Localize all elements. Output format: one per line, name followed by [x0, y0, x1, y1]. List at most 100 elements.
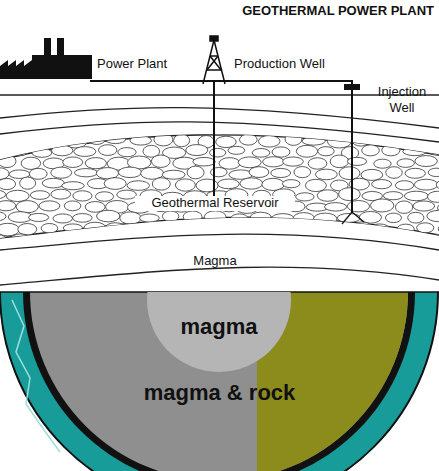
reservoir-rock	[294, 167, 311, 178]
reservoir-rock	[16, 201, 38, 213]
reservoir-rock	[117, 190, 136, 199]
reservoir-rock	[430, 125, 439, 137]
reservoir-rock	[74, 169, 97, 177]
reservoir-rock	[119, 234, 141, 246]
reservoir-rock	[52, 234, 68, 245]
reservoir-rock	[383, 192, 403, 200]
reservoir-rock	[369, 224, 390, 236]
derrick-brace	[210, 56, 221, 70]
reservoir-rock	[252, 149, 270, 158]
reservoir-rock	[396, 135, 415, 146]
reservoir-rock	[73, 191, 92, 201]
reservoir-rock	[21, 135, 42, 144]
reservoir-rock	[182, 123, 205, 134]
reservoir-rock	[295, 124, 314, 134]
magma-band: Magma	[0, 245, 439, 275]
node-text: Magma	[175, 254, 255, 269]
reservoir-rock	[339, 167, 360, 180]
reservoir-rock	[228, 146, 245, 154]
reservoir-rock	[89, 135, 105, 144]
reservoir-rock	[414, 179, 438, 190]
reservoir-rock	[384, 125, 406, 134]
reservoir-rock	[120, 125, 141, 136]
reservoir-rock	[84, 222, 106, 234]
reservoir-rock	[270, 234, 290, 245]
node-text: magma	[147, 314, 291, 339]
reservoir-rock	[0, 235, 6, 245]
reservoir-rock	[417, 223, 434, 233]
reservoir-rock	[316, 235, 339, 243]
reservoir-rock	[204, 211, 226, 223]
reservoir-rock	[21, 157, 40, 169]
injection-well-pipe	[351, 90, 353, 212]
reservoir-rock	[436, 179, 439, 190]
stratum-line	[0, 234, 439, 250]
reservoir-rock	[74, 147, 96, 157]
reservoir-rock	[73, 214, 92, 223]
reservoir-rock	[339, 124, 362, 135]
reservoir-rock	[30, 191, 49, 200]
reservoir-rock	[231, 214, 248, 223]
reservoir-rock	[162, 170, 185, 179]
reservoir-rock	[63, 157, 83, 167]
magma-core: magma	[147, 292, 291, 372]
reservoir-rock	[403, 147, 427, 155]
power-plant-icon	[0, 38, 92, 79]
reservoir-rock	[99, 145, 117, 156]
reservoir-rock	[416, 135, 438, 145]
reservoir-rock	[318, 147, 334, 156]
node-text: magma & rock	[30, 380, 409, 405]
reservoir-rock	[162, 211, 178, 222]
reservoir-rock	[97, 236, 114, 244]
reservoir-rock	[296, 145, 317, 157]
reservoir-rock	[0, 168, 9, 180]
smoke-stack	[57, 38, 64, 56]
ground-line	[0, 94, 439, 95]
reservoir-rock	[385, 213, 401, 222]
reservoir-rock	[183, 211, 202, 222]
smoke-stack	[44, 38, 51, 56]
part-label: Injection Well	[366, 84, 438, 115]
reservoir-rock	[397, 224, 414, 234]
reservoir-rock	[293, 213, 315, 226]
reservoir-rock	[53, 214, 72, 223]
reservoir-rock	[362, 145, 380, 156]
injection-outflow	[352, 212, 364, 222]
reservoir-rock	[242, 223, 258, 236]
reservoir-rock	[313, 213, 336, 225]
reservoir-rock	[219, 158, 240, 170]
reservoir-rock	[427, 191, 439, 202]
reservoir-rock	[272, 147, 290, 157]
reservoir-rock	[140, 235, 163, 245]
reservoir-rock	[193, 157, 215, 166]
reservoir-rock	[43, 134, 60, 147]
reservoir-rock	[315, 125, 336, 134]
reservoir-rock	[271, 214, 294, 224]
reservoir-rock	[428, 168, 439, 176]
reservoir-rock	[370, 199, 393, 212]
reservoir-rock	[177, 224, 194, 234]
reservoir-rock	[229, 125, 248, 134]
reservoir-rock	[296, 193, 314, 201]
reservoir-rock	[401, 235, 424, 245]
reservoir-rock	[428, 147, 439, 155]
reservoir-rock	[384, 234, 403, 246]
reservoir-rock	[361, 124, 381, 135]
reservoir-rock	[127, 181, 150, 191]
reservoir-rock	[253, 235, 273, 246]
reservoir-rock	[0, 148, 9, 157]
reservoir-rock	[294, 235, 315, 246]
reservoir-rock	[140, 214, 160, 222]
pipe-line	[90, 81, 352, 88]
reservoir-rock	[325, 203, 347, 211]
reservoir-rock	[95, 192, 113, 202]
reservoir-rock	[152, 223, 169, 236]
reservoir-rock	[285, 133, 302, 146]
reservoir-rock	[151, 155, 170, 167]
reservoir-rock	[197, 223, 216, 233]
stratum-line	[0, 108, 439, 128]
derrick-icon	[203, 36, 225, 84]
reservoir-rock	[210, 168, 227, 177]
reservoir-rock	[438, 223, 439, 235]
reservoir-rock	[347, 157, 366, 165]
